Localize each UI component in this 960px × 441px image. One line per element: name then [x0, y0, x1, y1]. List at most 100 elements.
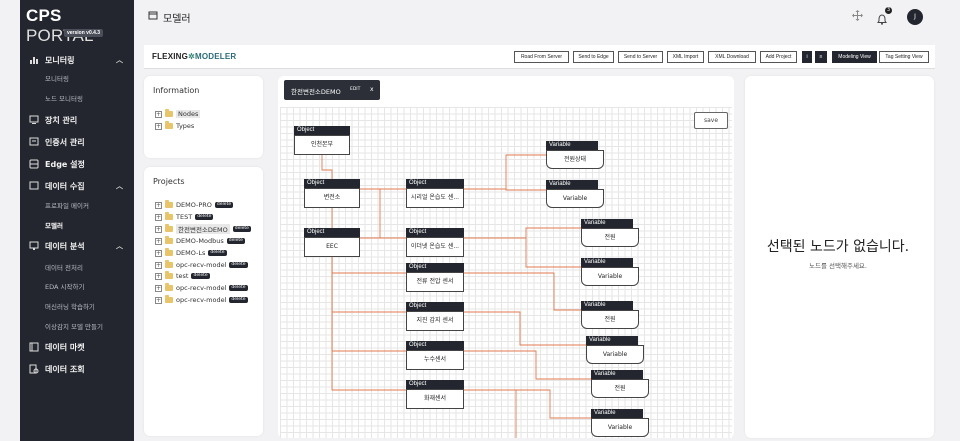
project-tab[interactable]: 한전변전소DEMO EDIT x — [284, 80, 380, 100]
edge-connector — [464, 154, 546, 190]
menu-certificate[interactable]: 인증서 관리 — [20, 134, 134, 150]
delete-button[interactable]: delete — [232, 226, 251, 232]
save-button[interactable]: save — [694, 112, 728, 129]
edge-connector — [464, 350, 591, 380]
menu-monitoring[interactable]: 모니터링 ︿ — [20, 52, 134, 68]
expand-icon: + — [155, 122, 162, 130]
expand-icon[interactable]: + — [155, 201, 162, 209]
expand-icon[interactable]: + — [155, 284, 162, 292]
delete-button[interactable]: delete — [226, 238, 245, 244]
list-toggle-button[interactable]: ≡ — [815, 51, 827, 63]
submenu-eda[interactable]: EDA 시작하기 — [45, 283, 85, 291]
node-label: 인천본부 — [294, 135, 350, 155]
xml-import-button[interactable]: XML Import — [667, 51, 704, 63]
folder-icon — [165, 236, 173, 244]
tree-item-nodes[interactable]: +Nodes — [155, 109, 201, 118]
delete-button[interactable]: delete — [208, 250, 227, 256]
menu-data-analysis[interactable]: 데이터 분석 ︿ — [20, 238, 134, 254]
send-to-edge-button[interactable]: Send to Edge — [573, 51, 614, 63]
menu-edge[interactable]: Edge 설정 — [20, 156, 134, 172]
menu-data-market[interactable]: 데이터 마켓 — [20, 339, 134, 355]
submenu-node-monitoring[interactable]: 노드 모니터링 — [45, 95, 83, 103]
node-label: 전원상태 — [546, 150, 604, 169]
edge-connector — [464, 272, 581, 311]
expand-icon[interactable]: + — [155, 261, 162, 269]
move-icon[interactable] — [852, 10, 863, 21]
folder-icon — [165, 212, 173, 220]
folder-icon — [165, 248, 173, 256]
submenu-ml[interactable]: 머신러닝 학습하기 — [45, 303, 95, 311]
submenu-monitoring[interactable]: 모니터링 — [45, 75, 69, 83]
menu-data-collection[interactable]: 데이터 수집 ︿ — [20, 178, 134, 194]
tree-item-types[interactable]: +Types — [155, 121, 195, 130]
notification-button[interactable]: 3 — [877, 7, 892, 25]
submenu-modeler[interactable]: 모델러 — [45, 222, 63, 230]
empty-state-subtitle: 노드를 선택해주세요. — [809, 262, 867, 270]
submenu-profile-maker[interactable]: 프로파일 메이커 — [45, 202, 89, 210]
notification-badge: 3 — [885, 7, 892, 14]
submenu-preprocess[interactable]: 데이터 전처리 — [45, 264, 83, 272]
expand-icon[interactable]: + — [155, 296, 162, 304]
brand-logo[interactable]: CPS PORTAL — [26, 6, 94, 45]
menu-data-query[interactable]: 데이터 조회 — [20, 361, 134, 377]
page-title: 모델러 — [163, 14, 191, 25]
projects-title: Projects — [153, 177, 185, 186]
delete-button[interactable]: delete — [191, 273, 210, 279]
tab-close-icon[interactable]: x — [370, 86, 374, 93]
delete-button[interactable]: delete — [229, 297, 248, 303]
chevron-up-icon: ︿ — [116, 182, 123, 190]
edge-connector — [464, 237, 581, 268]
tab-edit-button[interactable]: EDIT — [350, 87, 361, 92]
modeling-view-button[interactable]: Modeling View — [832, 51, 877, 63]
folder-icon — [165, 109, 173, 117]
submenu-anomaly[interactable]: 이상감지 모델 만들기 — [45, 323, 103, 331]
node-label: 지진 감지 센서 — [406, 311, 464, 331]
edge-connector — [321, 155, 333, 179]
expand-icon[interactable]: + — [155, 225, 162, 233]
node-label: 시리얼 온습도 센... — [406, 188, 464, 208]
expand-icon[interactable]: + — [155, 249, 162, 257]
delete-button[interactable]: delete — [229, 262, 248, 268]
menu-device[interactable]: 장치 관리 — [20, 112, 134, 128]
search-doc-icon — [29, 364, 39, 374]
expand-icon[interactable]: + — [155, 213, 162, 221]
xml-download-button[interactable]: XML Download — [708, 51, 756, 63]
tag-setting-view-button[interactable]: Tag Setting View — [879, 51, 929, 63]
avatar[interactable]: J — [907, 9, 923, 25]
info-toggle-button[interactable]: i — [802, 51, 812, 63]
send-to-server-button[interactable]: Send to Server — [618, 51, 663, 63]
node-type-label: Variable — [546, 141, 598, 150]
delete-button[interactable]: delete — [214, 202, 234, 208]
node-label: 누수센서 — [406, 350, 464, 370]
node-label: 전원 — [581, 310, 639, 329]
add-project-button[interactable]: Add Project — [760, 51, 797, 63]
top-header: 모델러 3 J — [134, 0, 960, 36]
edge-connector — [331, 257, 406, 391]
certificate-icon — [29, 137, 39, 146]
page-icon — [148, 11, 158, 20]
delete-button[interactable]: delete — [195, 214, 214, 220]
node-type-label: Variable — [591, 370, 643, 379]
folder-icon — [165, 283, 173, 291]
road-from-server-button[interactable]: Road From Server — [514, 51, 569, 63]
device-icon — [29, 115, 39, 124]
edge-connector — [464, 389, 591, 419]
edge-connector — [464, 188, 546, 191]
expand-icon[interactable]: + — [155, 237, 162, 245]
folder-icon — [165, 224, 173, 232]
expand-icon[interactable]: + — [155, 272, 162, 280]
delete-button[interactable]: delete — [229, 285, 248, 291]
